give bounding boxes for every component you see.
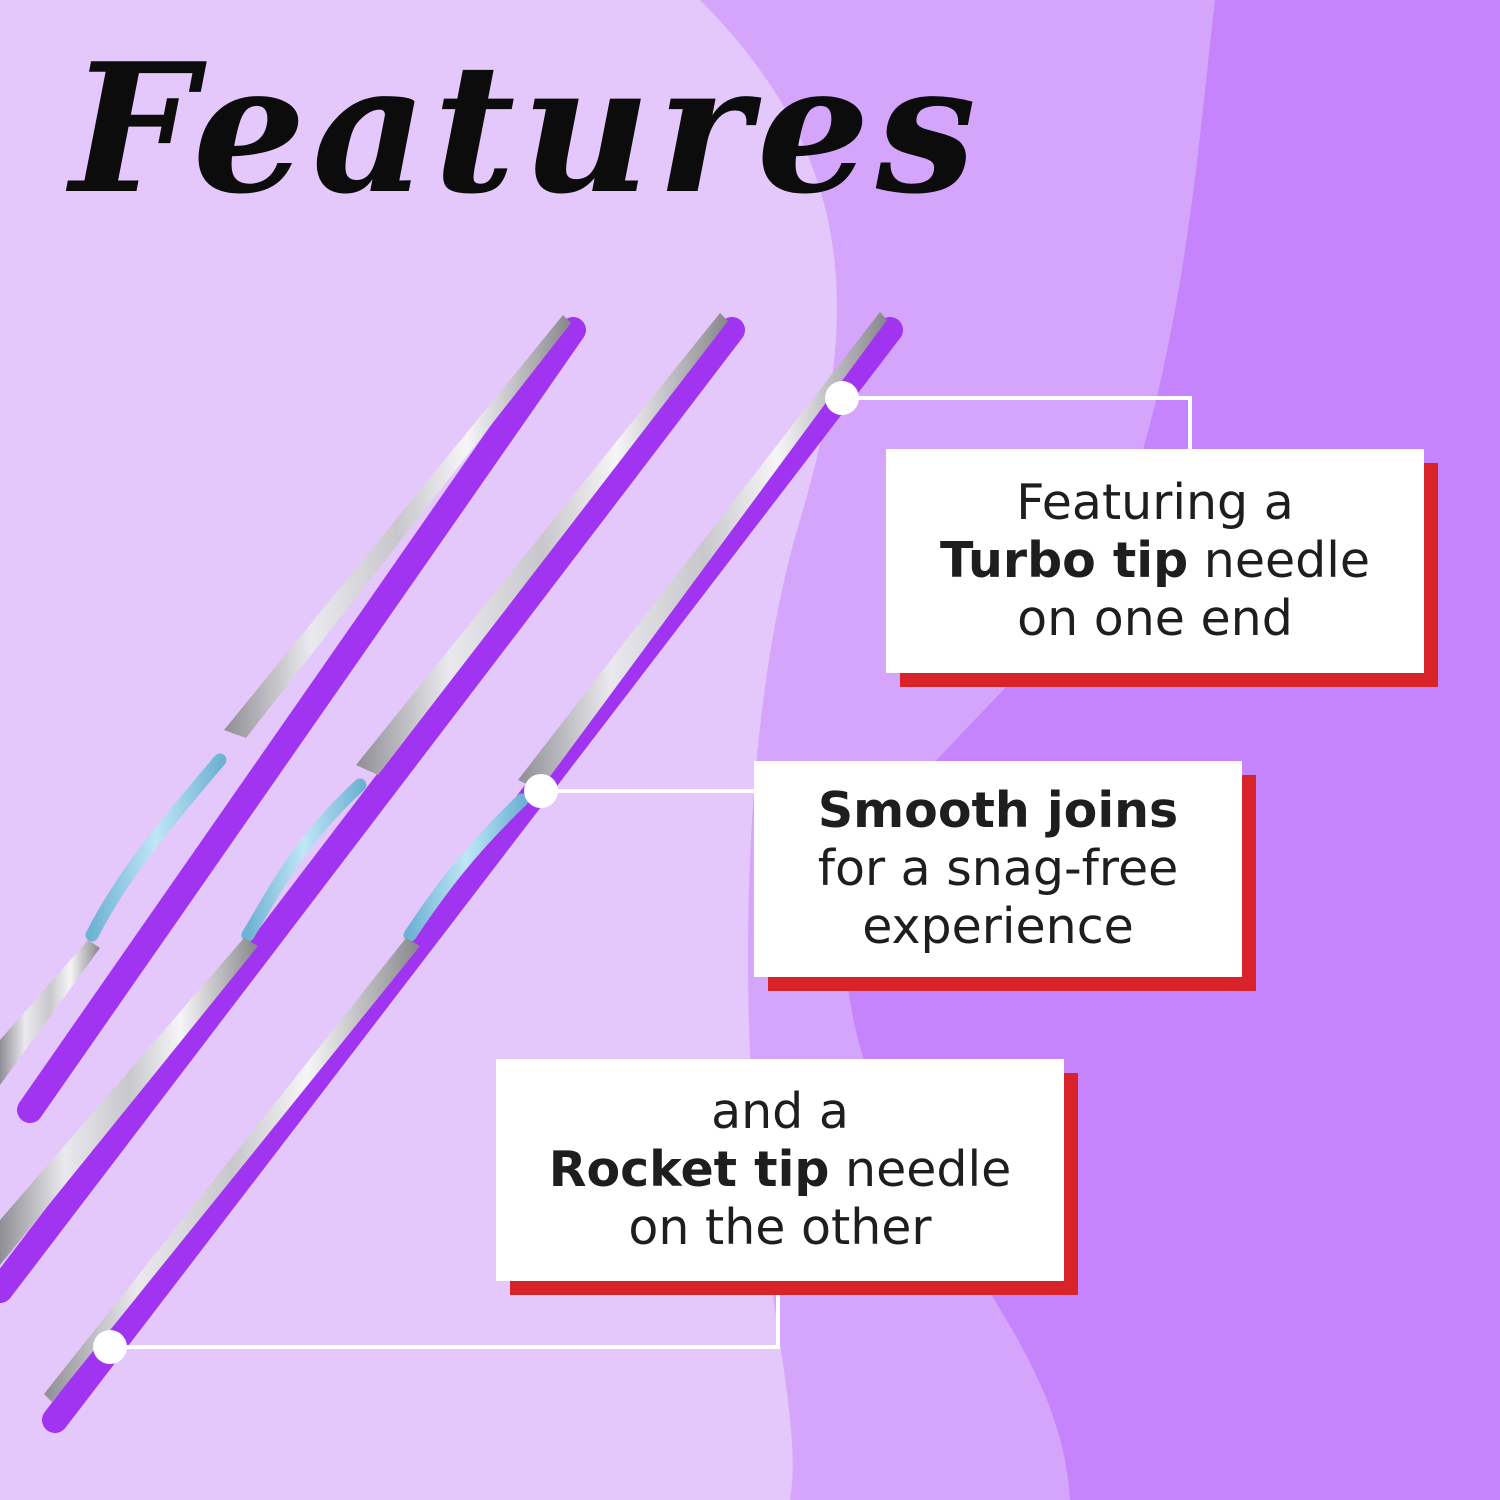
callout-3-line-2-rest: needle: [829, 1141, 1012, 1198]
callout-1-line-3: on one end: [1017, 590, 1293, 647]
needle-3-upper-tip: [518, 312, 887, 790]
needle-2-shadow: [0, 317, 745, 1303]
leader-line-1: [842, 396, 1192, 449]
needle-1-upper-tip: [224, 315, 571, 738]
needle-2-upper-tip: [356, 313, 728, 775]
needle-2-cable: [241, 778, 367, 942]
needle-2: [0, 313, 745, 1303]
needle-3-lower-shaft: [44, 938, 420, 1402]
callout-3-line-3: on the other: [628, 1199, 932, 1256]
callout-1-line-2-rest: needle: [1188, 532, 1370, 589]
marker-dot-1: [825, 381, 859, 415]
callout-3-line-2: Rocket tip needle: [496, 1141, 1064, 1199]
needle-1-lower-shaft: [0, 940, 100, 1085]
callout-smooth-joins: Smooth joins for a snag-free experience: [754, 761, 1242, 977]
callout-1-bold: Turbo tip: [940, 532, 1189, 589]
needle-1-shadow: [17, 317, 586, 1123]
callout-2-line-2: for a snag-free: [817, 840, 1179, 897]
needle-3: [42, 312, 903, 1433]
marker-dot-3: [93, 1330, 127, 1364]
needle-1: [0, 315, 586, 1123]
callout-2-bold: Smooth joins: [817, 782, 1179, 839]
page-title: Features: [70, 24, 983, 233]
callout-3-line-1: and a: [711, 1083, 849, 1140]
callout-rocket-tip: and a Rocket tip needle on the other: [496, 1059, 1064, 1281]
needle-1-cable: [85, 753, 227, 942]
needle-3-shadow: [42, 317, 903, 1433]
callout-2-line-3: experience: [862, 898, 1134, 955]
leader-lines: [110, 396, 1192, 1349]
callout-1-line-1: Featuring a: [1016, 474, 1294, 531]
needle-3-cable: [403, 793, 529, 942]
leader-line-3: [110, 1281, 780, 1349]
callout-turbo-tip: Featuring a Turbo tip needle on one end: [886, 449, 1424, 673]
callout-1-line-2: Turbo tip needle: [886, 532, 1424, 590]
callout-2-line-1: Smooth joins: [754, 782, 1242, 840]
needle-2-lower-shaft: [0, 938, 258, 1265]
callout-3-bold: Rocket tip: [548, 1141, 830, 1198]
marker-dot-2: [524, 774, 558, 808]
